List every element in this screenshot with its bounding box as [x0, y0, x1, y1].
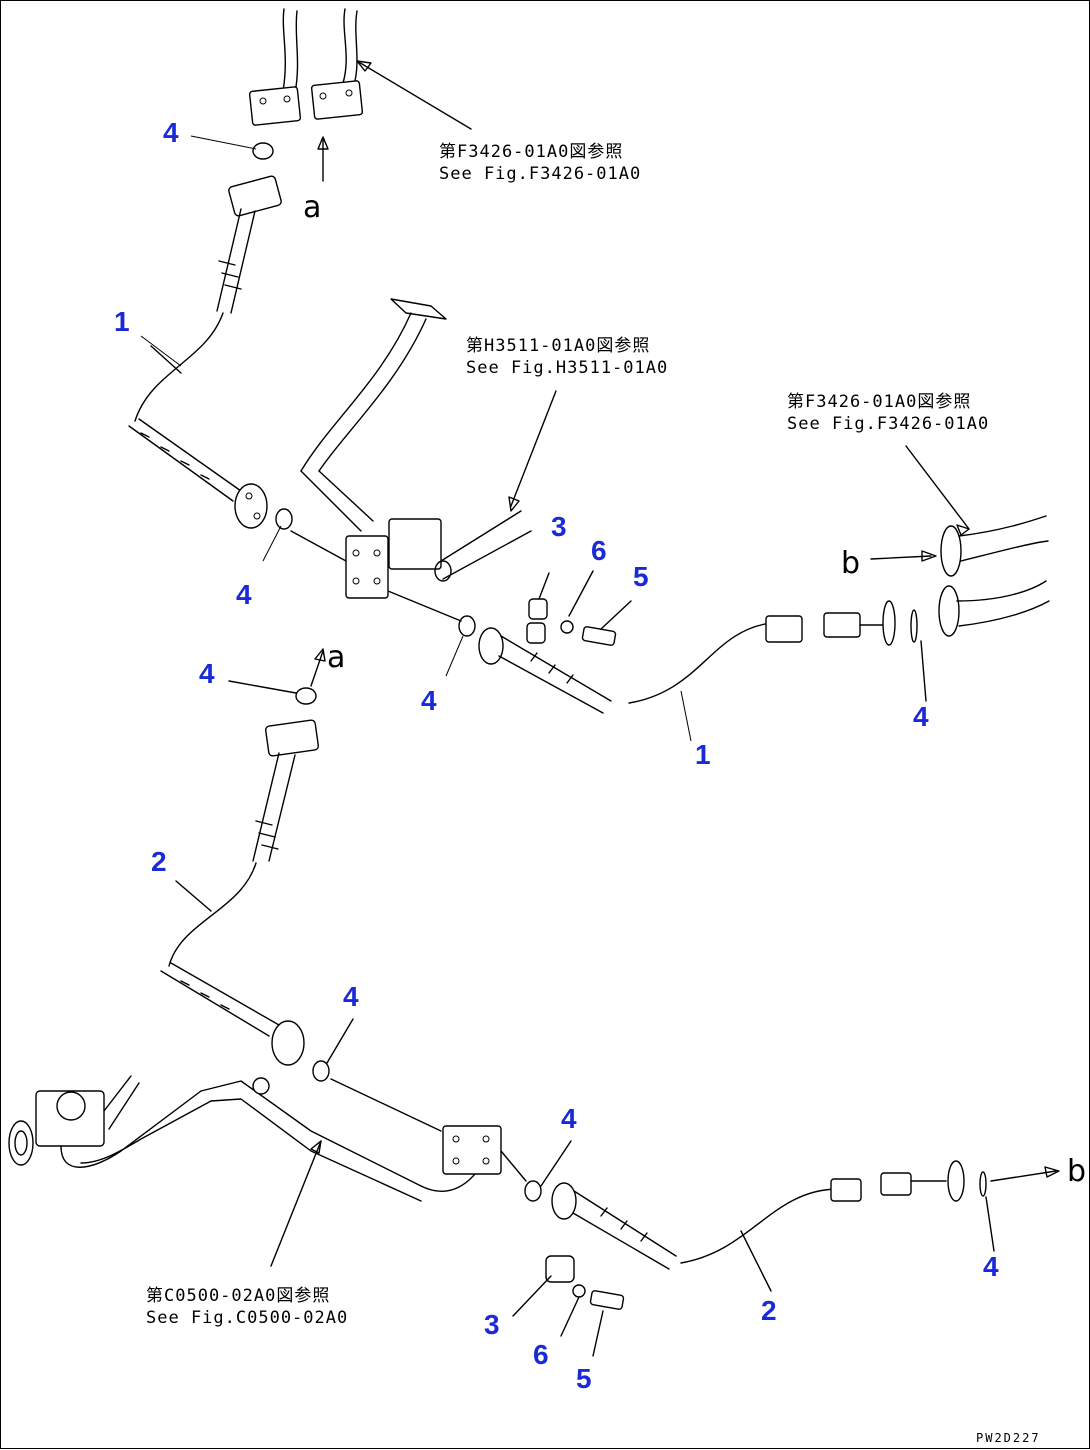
leader-lines	[140, 135, 692, 742]
callout-2: 2	[761, 1295, 777, 1326]
reference-note-2: 第H3511-01A0図参照 See Fig.H3511-01A0	[466, 335, 668, 379]
callout-3: 3	[551, 511, 567, 542]
letter-b-upper: b	[841, 546, 861, 581]
hose-2-left	[160, 648, 354, 1082]
callout-2: 2	[151, 846, 167, 877]
callout-4: 4	[913, 701, 929, 732]
upper-hoses	[248, 8, 472, 182]
callout-4: 4	[421, 685, 437, 716]
reference-en: See Fig.F3426-01A0	[439, 164, 642, 184]
hose-1-upper	[128, 142, 293, 530]
reference-note-1: 第F3426-01A0図参照 See Fig.F3426-01A0	[439, 141, 641, 185]
clamp-set-lower	[512, 1255, 625, 1357]
callout-1: 1	[695, 739, 711, 770]
callout-4: 4	[163, 117, 179, 148]
letter-a-upper: a	[303, 190, 322, 225]
callout-5: 5	[633, 561, 649, 592]
clamp-set-upper	[526, 570, 632, 646]
letter-b-lower: b	[1067, 1154, 1087, 1189]
center-manifold	[290, 298, 557, 622]
reference-jp: 第C0500-02A0図参照	[146, 1286, 331, 1306]
callout-5: 5	[576, 1363, 592, 1394]
hose-2-right	[500, 1140, 1060, 1292]
callout-4: 4	[199, 658, 215, 689]
reference-en: See Fig.H3511-01A0	[466, 358, 669, 378]
callout-6: 6	[533, 1339, 549, 1370]
bottom-manifold	[8, 1075, 502, 1267]
callout-4: 4	[561, 1103, 577, 1134]
callout-6: 6	[591, 535, 607, 566]
callout-1: 1	[114, 306, 130, 337]
diagram-code: PW2D227	[976, 1431, 1041, 1445]
hose-1-right	[458, 600, 927, 714]
callout-4: 4	[236, 579, 252, 610]
reference-jp: 第F3426-01A0図参照	[787, 392, 972, 412]
letter-a-lower: a	[327, 640, 346, 675]
reference-en: See Fig.F3426-01A0	[787, 414, 990, 434]
reference-en: See Fig.C0500-02A0	[146, 1308, 349, 1328]
reference-jp: 第H3511-01A0図参照	[466, 336, 651, 356]
callout-3: 3	[484, 1309, 500, 1340]
reference-note-4: 第C0500-02A0図参照 See Fig.C0500-02A0	[146, 1285, 348, 1329]
right-connections	[870, 445, 1050, 637]
reference-jp: 第F3426-01A0図参照	[439, 142, 624, 162]
callout-4: 4	[983, 1251, 999, 1282]
callout-4: 4	[343, 981, 359, 1012]
reference-note-3: 第F3426-01A0図参照 See Fig.F3426-01A0	[787, 391, 989, 435]
